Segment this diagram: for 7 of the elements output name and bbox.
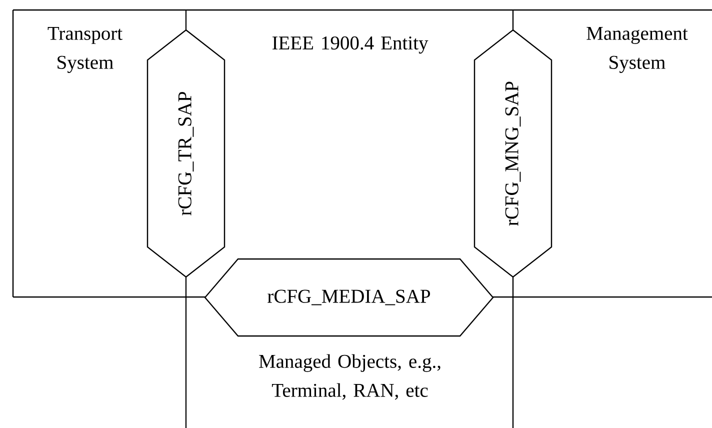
region-label: Transport System <box>48 27 122 73</box>
region-label: Management System <box>586 27 688 73</box>
region-label: IEEE 1900.4 Entity <box>272 36 428 54</box>
hexagon-sap: rCFG_MEDIA_SAP <box>204 258 494 337</box>
region-label: Managed Objects, e.g., Terminal, RAN, etc <box>259 354 440 400</box>
hexagon-sap: rCFG_TR_SAP <box>146 29 226 278</box>
hexagon-sap: rCFG_MNG_SAP <box>474 29 552 278</box>
